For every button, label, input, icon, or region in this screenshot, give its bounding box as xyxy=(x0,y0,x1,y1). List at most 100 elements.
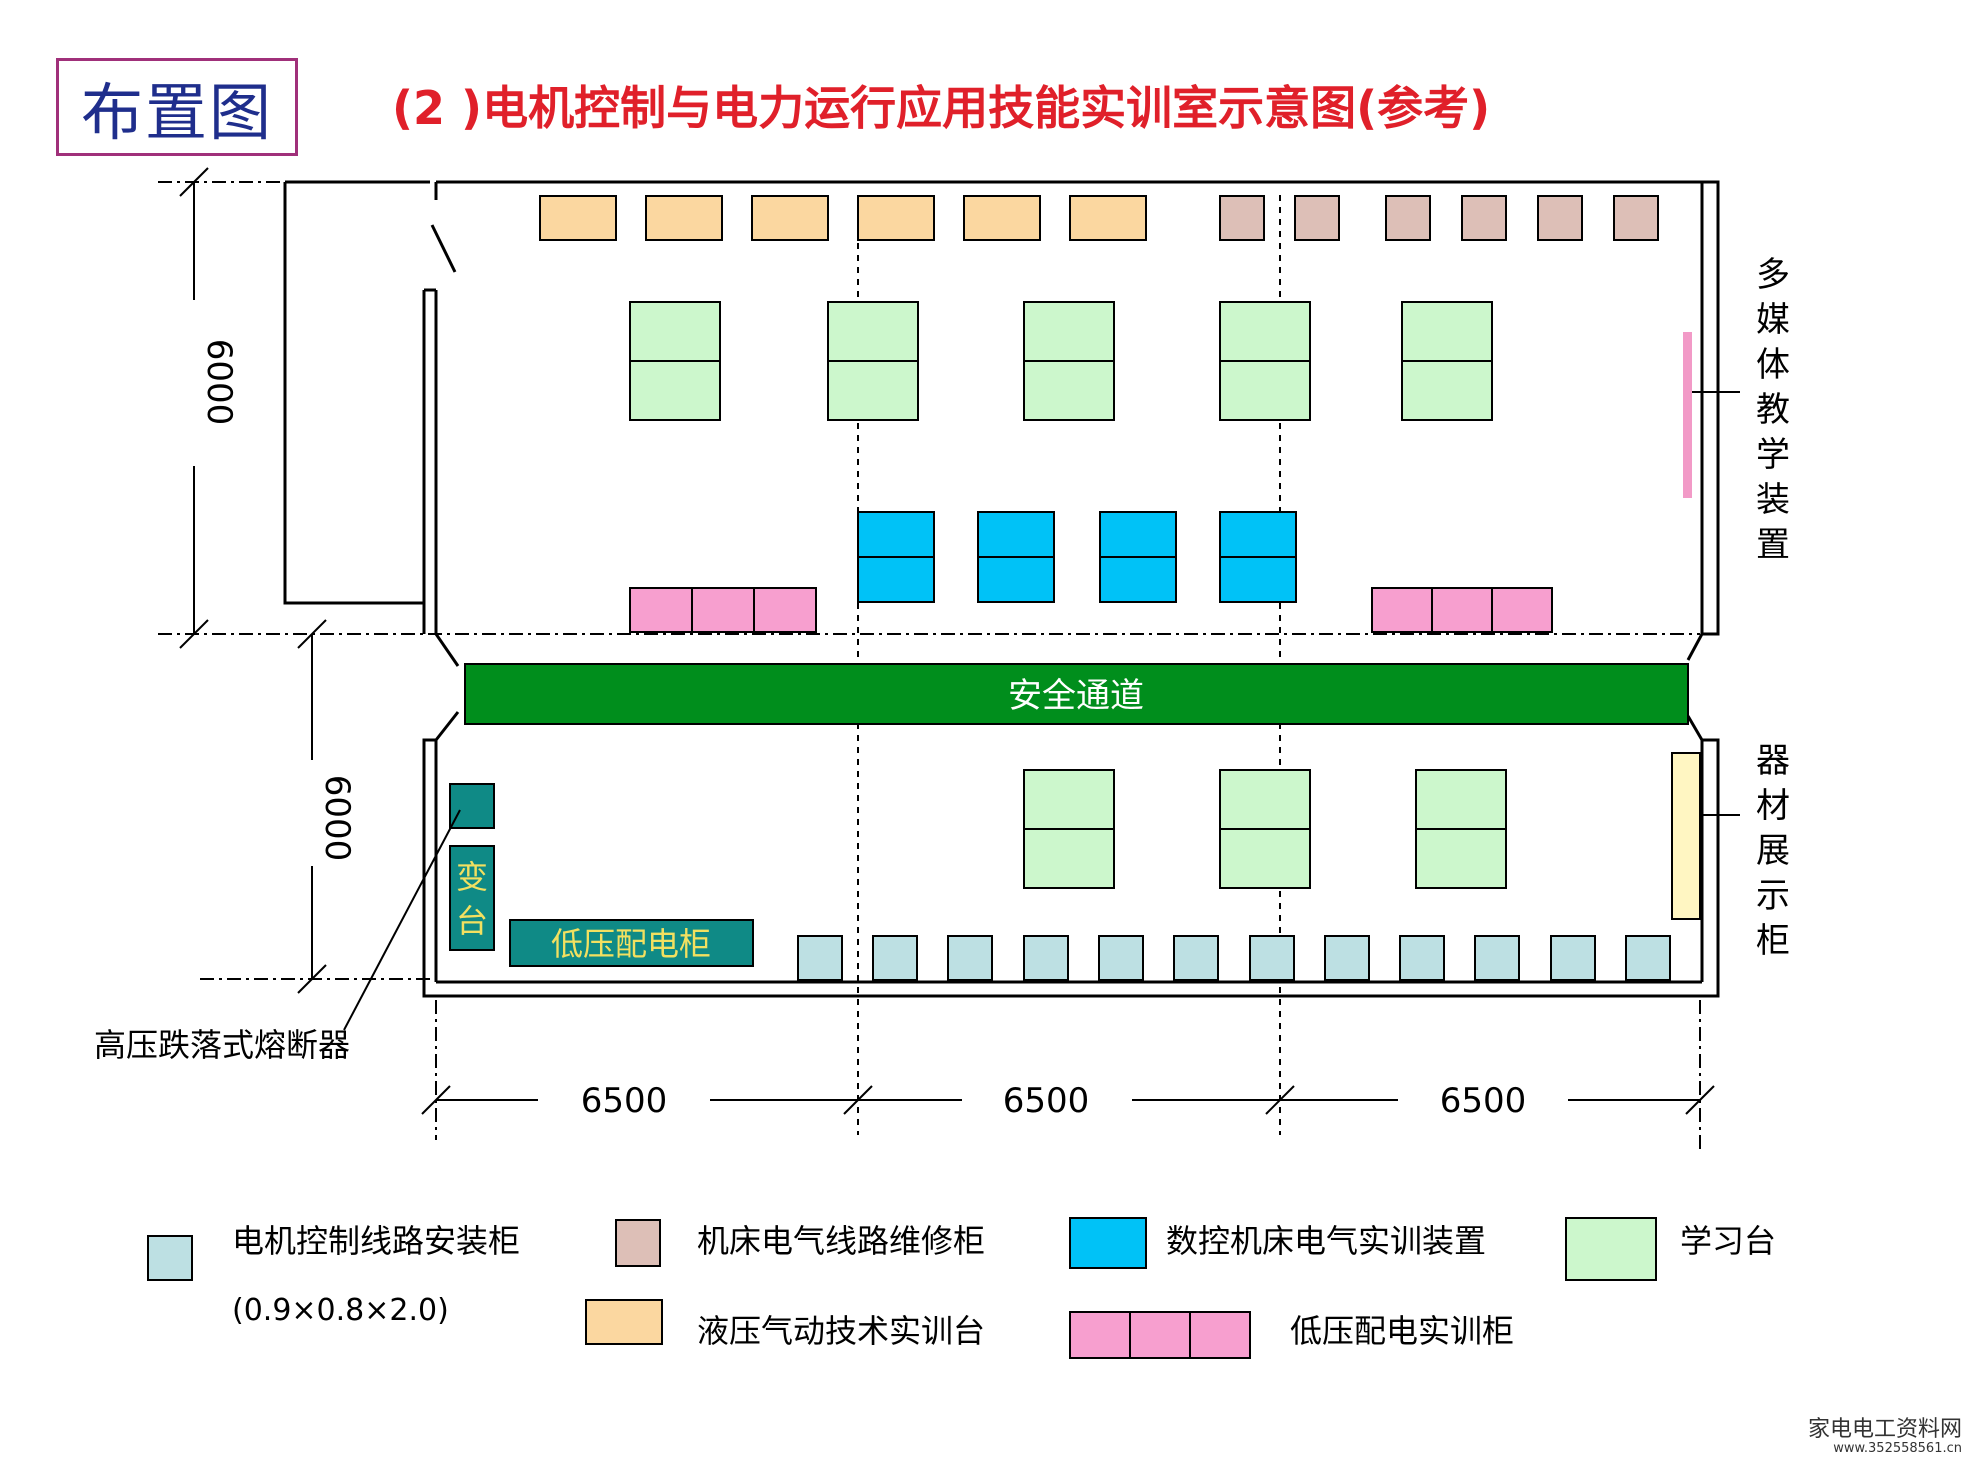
legend-cnc: 数控机床电气实训装置 xyxy=(1166,1222,1486,1260)
multimedia-label-char-5: 学 xyxy=(1756,435,1790,475)
multimedia-device xyxy=(1683,332,1692,498)
machine-cabinets-row xyxy=(1219,195,1659,241)
dim-width-2: 6500 xyxy=(1003,1081,1090,1121)
legend-motor-cabinet: 电机控制线路安装柜 xyxy=(232,1222,520,1260)
legend-lv-training: 低压配电实训柜 xyxy=(1290,1312,1514,1350)
dim-tick-2 xyxy=(179,619,209,649)
transformer-label-1: 变 xyxy=(456,858,488,896)
lv-distribution-cabinet xyxy=(509,919,754,967)
motor-cabinet-2 xyxy=(872,935,918,981)
watermark-text: 家电电工资料网 xyxy=(1807,1417,1962,1442)
hydraulic-table-3 xyxy=(751,195,829,241)
hydraulic-table-2 xyxy=(645,195,723,241)
multimedia-label-char-6: 装 xyxy=(1756,480,1790,520)
hydraulic-table-4 xyxy=(857,195,935,241)
page-title: (2 )电机控制与电力运行应用技能实训室示意图(参考) xyxy=(392,81,1491,135)
machine-cabinet-2 xyxy=(1294,195,1340,241)
equipment-display-case xyxy=(1671,752,1701,920)
dim-tick-5 xyxy=(421,1085,451,1115)
machine-cabinet-3 xyxy=(1385,195,1431,241)
multimedia-label-char-3: 体 xyxy=(1756,345,1790,385)
equipment-display-label-char-1: 器 xyxy=(1756,741,1790,781)
motor-cabinet-1 xyxy=(797,935,843,981)
lv-training-right-3 xyxy=(1491,587,1553,633)
motor-cabinet-9 xyxy=(1399,935,1445,981)
motor-cabinet-4 xyxy=(1023,935,1069,981)
dim-tick-3 xyxy=(297,619,327,649)
dim-tick-8 xyxy=(1685,1085,1715,1115)
hydraulic-table-5 xyxy=(963,195,1041,241)
study-tables-lower xyxy=(1023,769,1507,889)
equipment-display-label-char-5: 柜 xyxy=(1756,921,1790,961)
lv-training-left-2 xyxy=(691,587,755,633)
motor-cabinets-row xyxy=(797,935,1671,981)
corner-label: 布置图 xyxy=(80,76,273,149)
safety-passage xyxy=(464,663,1689,725)
fuse-leader xyxy=(343,809,461,1031)
chamfer-tr xyxy=(1686,633,1704,661)
dim-width-1: 6500 xyxy=(581,1081,668,1121)
dim-width-3: 6500 xyxy=(1440,1081,1527,1121)
legend-swatch-motor-cabinet xyxy=(147,1235,193,1281)
lv-training-right-2 xyxy=(1431,587,1493,633)
safety-passage-label: 安全通道 xyxy=(1008,676,1144,716)
legend: 电机控制线路安装柜 (0.9×0.8×2.0) 机床电气线路维修柜 数控机床电气… xyxy=(147,1217,1776,1359)
legend-machine-cabinet: 机床电气线路维修柜 xyxy=(697,1222,985,1260)
motor-cabinet-10 xyxy=(1474,935,1520,981)
lv-training-left-3 xyxy=(753,587,817,633)
legend-hydraulic: 液压气动技术实训台 xyxy=(697,1312,985,1350)
machine-cabinet-1 xyxy=(1219,195,1265,241)
watermark-url: www.352558561.cn xyxy=(1833,1441,1962,1456)
dim-tick-6 xyxy=(843,1085,873,1115)
legend-swatch-machine-cabinet xyxy=(615,1219,661,1267)
lv-distribution-cabinet-label: 低压配电柜 xyxy=(551,925,711,963)
dimension-lines xyxy=(179,167,1715,1115)
equipment-display-label-char-4: 示 xyxy=(1756,876,1790,916)
chamfer-br xyxy=(1686,715,1704,741)
machine-cabinet-5 xyxy=(1537,195,1583,241)
upper-room-wall xyxy=(436,180,1720,636)
hydraulic-table-1 xyxy=(539,195,617,241)
equipment-display-label-char-2: 材 xyxy=(1756,786,1790,826)
equipment-display-label-char-3: 展 xyxy=(1756,831,1790,871)
multimedia-label-char-2: 媒 xyxy=(1756,300,1790,340)
motor-cabinet-5 xyxy=(1098,935,1144,981)
watermark: 家电电工资料网 www.352558561.cn xyxy=(1808,1418,1962,1456)
lower-room-wall xyxy=(422,738,1720,998)
dim-tick-4 xyxy=(297,964,327,994)
machine-cabinet-4 xyxy=(1461,195,1507,241)
transformer xyxy=(449,845,495,951)
lv-training-groups xyxy=(629,587,1553,633)
door-leaf xyxy=(430,224,457,273)
legend-swatch-lv-3 xyxy=(1189,1311,1251,1359)
vestibule-wall xyxy=(283,182,424,605)
legend-swatch-lv-1 xyxy=(1069,1311,1131,1359)
motor-cabinet-12 xyxy=(1625,935,1671,981)
legend-swatch-study-table xyxy=(1565,1217,1657,1281)
cnc-devices-row xyxy=(857,511,1297,603)
motor-cabinet-7 xyxy=(1249,935,1295,981)
high-voltage-fuse xyxy=(449,783,495,829)
dim-tick-7 xyxy=(1265,1085,1295,1115)
lv-training-left-1 xyxy=(629,587,693,633)
chamfer-bl xyxy=(434,711,460,741)
fuse-label: 高压跌落式熔断器 xyxy=(94,1026,350,1064)
motor-cabinet-8 xyxy=(1324,935,1370,981)
multimedia-label-char-4: 教 xyxy=(1756,390,1790,430)
legend-swatch-lv-2 xyxy=(1129,1311,1191,1359)
lv-training-right-1 xyxy=(1371,587,1433,633)
motor-cabinet-3 xyxy=(947,935,993,981)
legend-swatch-cnc xyxy=(1069,1217,1147,1269)
chamfer-tl xyxy=(434,633,460,667)
multimedia-label-char-7: 置 xyxy=(1756,525,1790,565)
multimedia-label-char-1: 多 xyxy=(1756,255,1790,295)
walls xyxy=(283,180,1720,998)
legend-motor-cabinet-size: (0.9×0.8×2.0) xyxy=(232,1293,449,1328)
motor-cabinet-11 xyxy=(1550,935,1596,981)
corner-label-box: 布置图 xyxy=(56,58,298,156)
machine-cabinet-6 xyxy=(1613,195,1659,241)
legend-study-table: 学习台 xyxy=(1680,1222,1776,1260)
